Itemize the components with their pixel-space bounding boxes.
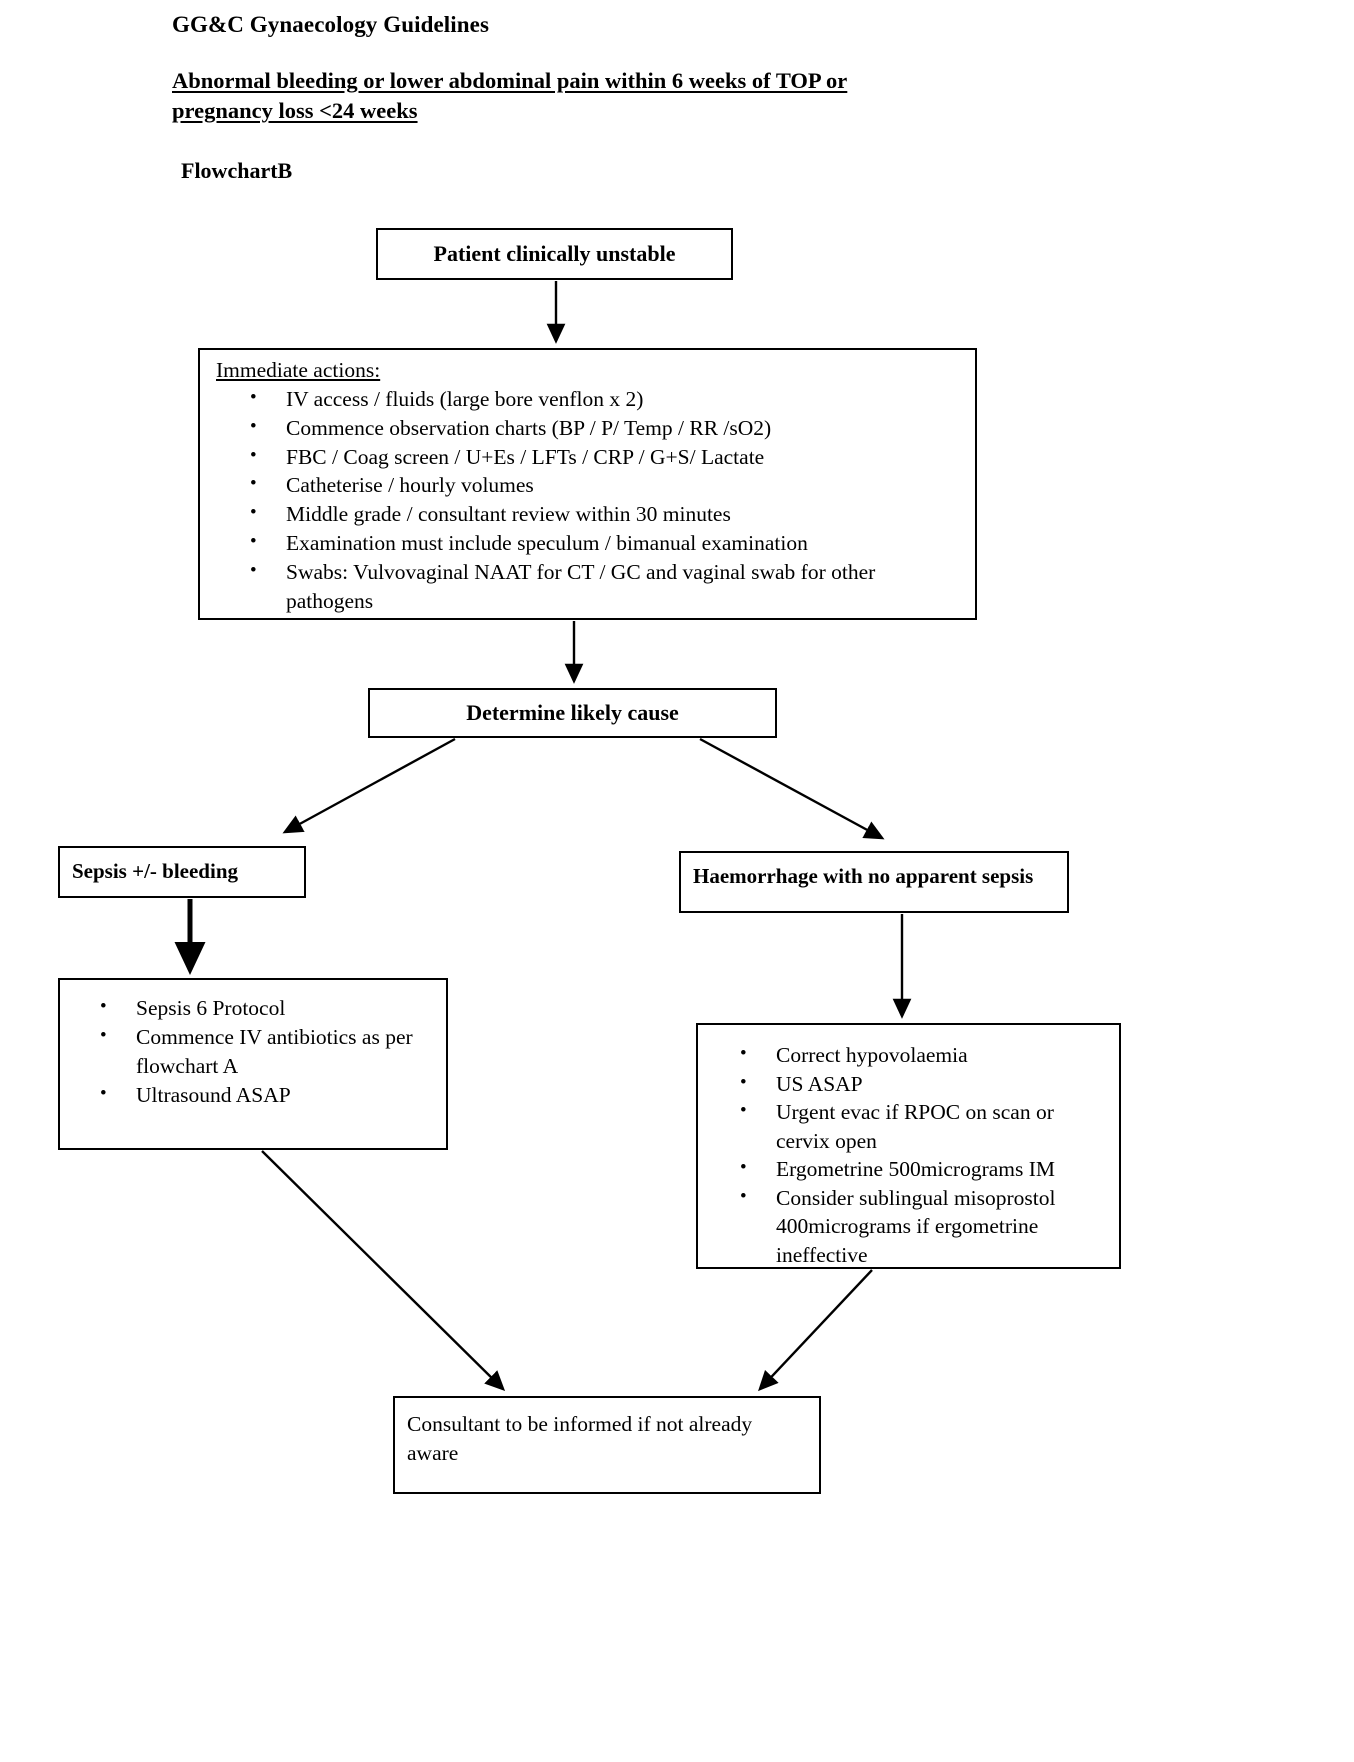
node-title: Sepsis +/- bleeding [72, 859, 239, 883]
flowchart-label: FlowchartB [181, 158, 293, 183]
consultant-text: Consultant to be informed if not already… [407, 1412, 753, 1465]
list-item: Commence IV antibiotics as per flowchart… [100, 1022, 432, 1081]
node-consultant-informed[interactable]: Consultant to be informed if not already… [393, 1396, 821, 1494]
node-sepsis-actions[interactable]: Sepsis 6 Protocol Commence IV antibiotic… [58, 978, 448, 1150]
list-item: Urgent evac if RPOC on scan or cervix op… [740, 1097, 1105, 1155]
arrow-sepsis-actions-to-consultant [261, 1150, 506, 1392]
list-item: Middle grade / consultant review within … [250, 499, 957, 529]
node-title: Patient clinically unstable [433, 241, 676, 266]
document-subtitle: Abnormal bleeding or lower abdominal pai… [172, 68, 848, 123]
node-haemorrhage-branch[interactable]: Haemorrhage with no apparent sepsis [679, 851, 1069, 913]
arrow-haemorrhage-actions-to-consultant [758, 1269, 873, 1392]
list-item: Examination must include speculum / bima… [250, 528, 957, 558]
list-item: Ultrasound ASAP [100, 1080, 432, 1110]
list-item: Ergometrine 500micrograms IM [740, 1154, 1105, 1184]
list-item: FBC / Coag screen / U+Es / LFTs / CRP / … [250, 442, 957, 472]
list-item: Swabs: Vulvovaginal NAAT for CT / GC and… [250, 557, 957, 616]
arrow-determine-to-haemorrhage [699, 737, 885, 840]
list-item: Correct hypovolaemia [740, 1040, 1105, 1070]
node-patient-clinically-unstable[interactable]: Patient clinically unstable [376, 228, 733, 280]
arrow-determine-to-sepsis [282, 737, 456, 834]
list-item: Sepsis 6 Protocol [100, 993, 432, 1023]
sepsis-actions-list: Sepsis 6 Protocol Commence IV antibiotic… [60, 982, 446, 1110]
node-immediate-actions[interactable]: Immediate actions: IV access / fluids (l… [198, 348, 977, 620]
list-item: Commence observation charts (BP / P/ Tem… [250, 413, 957, 443]
node-determine-likely-cause[interactable]: Determine likely cause [368, 688, 777, 738]
immediate-actions-heading: Immediate actions: [216, 358, 381, 382]
node-title: Haemorrhage with no apparent sepsis [693, 864, 1034, 888]
node-haemorrhage-actions[interactable]: Correct hypovolaemia US ASAP Urgent evac… [696, 1023, 1121, 1269]
node-sepsis-branch[interactable]: Sepsis +/- bleeding [58, 846, 306, 898]
list-item: IV access / fluids (large bore venflon x… [250, 384, 957, 414]
node-title: Determine likely cause [466, 700, 679, 725]
list-item: Catheterise / hourly volumes [250, 470, 957, 500]
document-title: GG&C Gynaecology Guidelines [172, 12, 490, 37]
list-item: Consider sublingual misoprostol 400micro… [740, 1183, 1105, 1270]
haemorrhage-actions-list: Correct hypovolaemia US ASAP Urgent evac… [698, 1027, 1119, 1269]
list-item: US ASAP [740, 1069, 1105, 1099]
immediate-actions-list: IV access / fluids (large bore venflon x… [200, 384, 975, 616]
